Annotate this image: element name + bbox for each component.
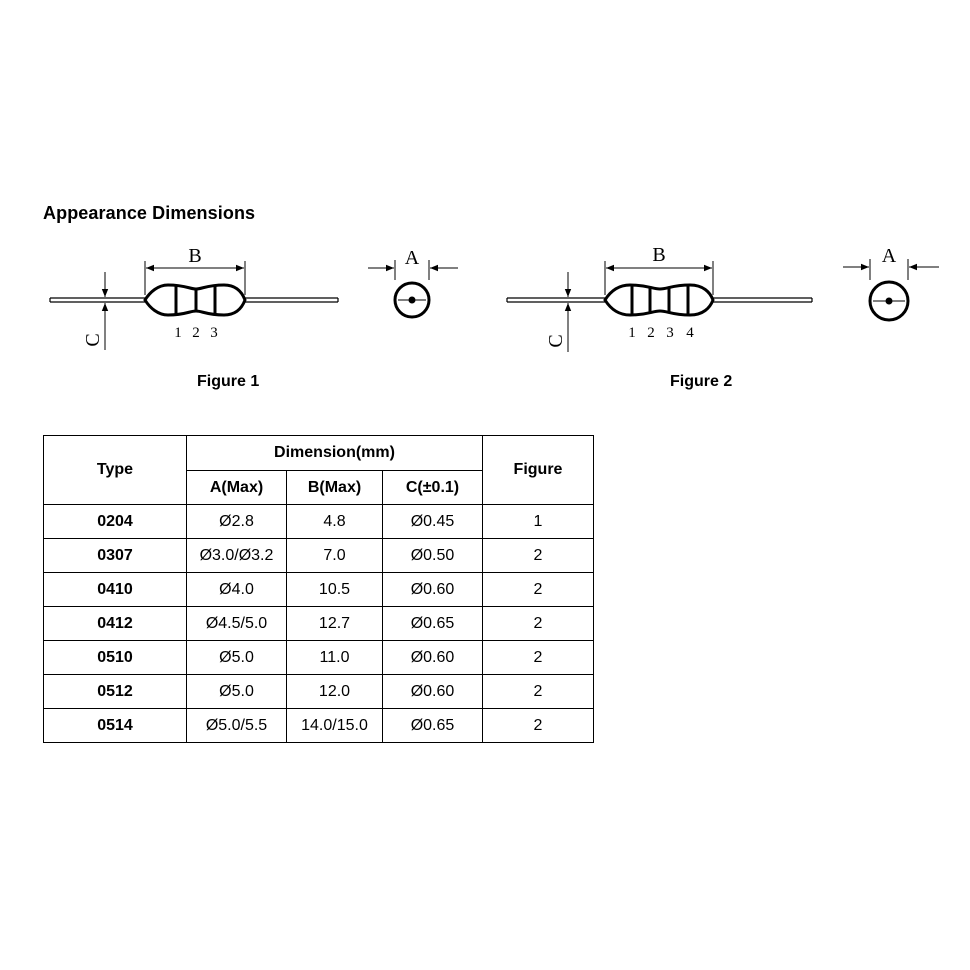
figure-cell: 2 <box>482 572 594 607</box>
resistor-body <box>143 283 247 317</box>
figure-2-caption: Figure 2 <box>670 373 733 390</box>
c-tolerance-cell: Ø0.65 <box>382 708 483 743</box>
type-cell: 0412 <box>43 606 187 641</box>
figure-1-diameter-label: A <box>405 247 420 269</box>
figure-cell: 2 <box>482 606 594 641</box>
c-tolerance-cell: Ø0.45 <box>382 504 483 539</box>
type-cell: 0512 <box>43 674 187 709</box>
figure-cell: 2 <box>482 538 594 573</box>
figure-2-lead-label: C <box>545 334 567 347</box>
a-max-cell: Ø5.0/5.5 <box>186 708 287 743</box>
a-max-cell: Ø5.0 <box>186 640 287 675</box>
type-cell: 0510 <box>43 640 187 675</box>
b-max-cell: 4.8 <box>286 504 383 539</box>
figure-cell: 2 <box>482 708 594 743</box>
dimension-drawings: B C 1 2 3 A B C 1 2 3 4 <box>49 244 939 352</box>
a-max-cell: Ø5.0 <box>186 674 287 709</box>
c-tolerance-cell: Ø0.50 <box>382 538 483 573</box>
b-max-cell: 11.0 <box>286 640 383 675</box>
b-max-cell: 10.5 <box>286 572 383 607</box>
figure-1-end-view <box>368 260 458 319</box>
figure-1-band-number: 2 <box>192 325 200 341</box>
b-max-cell: 12.0 <box>286 674 383 709</box>
figure-2-band-number: 1 <box>628 325 636 341</box>
c-tolerance-header: C(±0.1) <box>382 470 483 505</box>
end-view-circle <box>393 281 431 319</box>
type-header: Type <box>43 435 187 505</box>
b-max-cell: 12.7 <box>286 606 383 641</box>
figure-cell: 2 <box>482 640 594 675</box>
end-view-circle <box>868 280 910 322</box>
b-max-cell: 7.0 <box>286 538 383 573</box>
a-max-cell: Ø3.0/Ø3.2 <box>186 538 287 573</box>
section-heading: Appearance Dimensions <box>43 203 256 223</box>
figure-1-band-number: 1 <box>174 325 182 341</box>
a-max-cell: Ø2.8 <box>186 504 287 539</box>
figure-1-length-label: B <box>188 245 201 267</box>
a-max-cell: Ø4.5/5.0 <box>186 606 287 641</box>
figure-2-band-number: 4 <box>686 325 694 341</box>
type-cell: 0307 <box>43 538 187 573</box>
type-cell: 0204 <box>43 504 187 539</box>
figure-2-diameter-label: A <box>882 245 897 267</box>
figure-2-end-view <box>843 259 939 322</box>
c-tolerance-cell: Ø0.60 <box>382 640 483 675</box>
c-tolerance-cell: Ø0.65 <box>382 606 483 641</box>
figure-2-band-number: 2 <box>647 325 655 341</box>
c-tolerance-cell: Ø0.60 <box>382 572 483 607</box>
figure-1-band-number: 3 <box>210 325 218 341</box>
dimension-header: Dimension(mm) <box>186 435 483 471</box>
figure-cell: 2 <box>482 674 594 709</box>
c-tolerance-cell: Ø0.60 <box>382 674 483 709</box>
dimension-table: Type Dimension(mm) Figure A(Max) B(Max) … <box>43 435 594 743</box>
b-max-header: B(Max) <box>286 470 383 505</box>
figure-2-band-number: 3 <box>666 325 674 341</box>
figure-2-length-label: B <box>652 244 665 266</box>
b-max-cell: 14.0/15.0 <box>286 708 383 743</box>
figure-header: Figure <box>482 435 594 505</box>
a-max-cell: Ø4.0 <box>186 572 287 607</box>
a-max-header: A(Max) <box>186 470 287 505</box>
figure-2-side-view <box>506 261 813 352</box>
type-cell: 0514 <box>43 708 187 743</box>
resistor-body <box>603 283 715 317</box>
figure-1-side-view <box>49 261 339 350</box>
type-cell: 0410 <box>43 572 187 607</box>
figure-1-lead-label: C <box>82 333 104 346</box>
figure-cell: 1 <box>482 504 594 539</box>
figure-1-caption: Figure 1 <box>197 373 260 390</box>
